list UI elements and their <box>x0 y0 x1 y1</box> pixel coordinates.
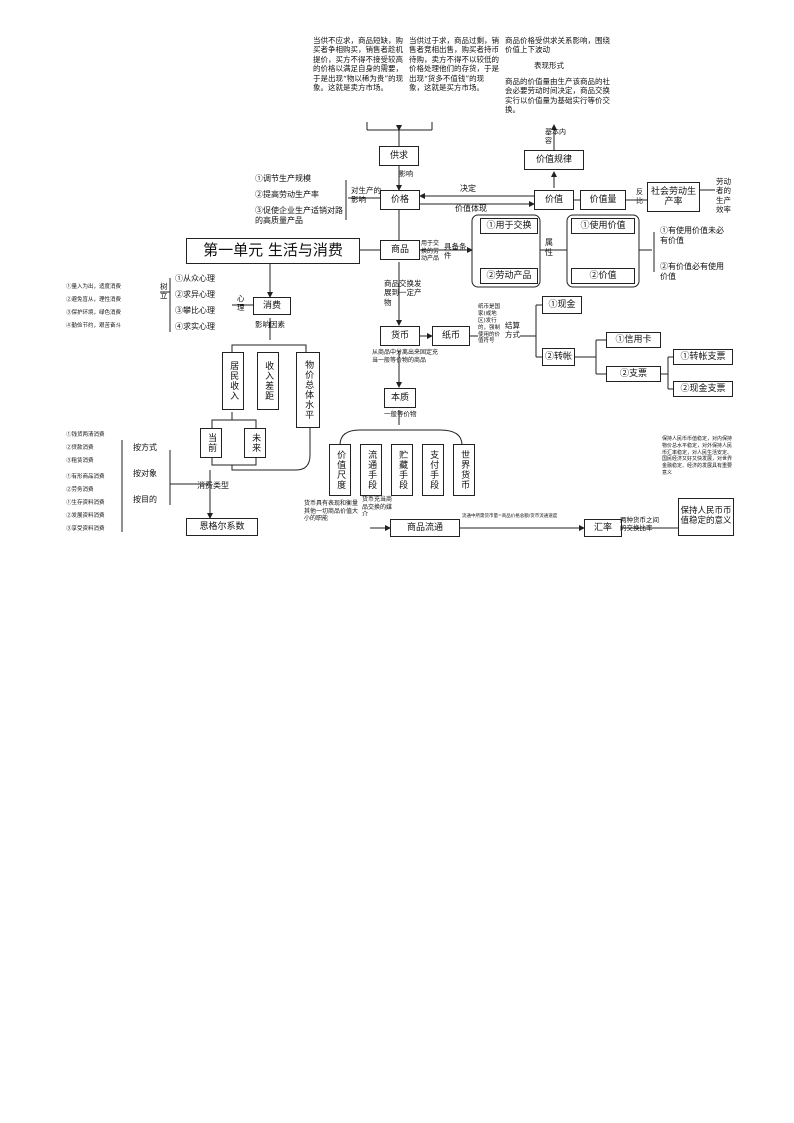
line <box>211 458 257 466</box>
attribute-bracket <box>566 214 640 288</box>
page-title: 第一单元 生活与消费 <box>186 238 360 264</box>
note-short-supply: 当供不应求，商品短缺，购买者争相购买，销售者趁机提价，买方不得不接受较高的价格以… <box>313 36 404 92</box>
exchange-rate-box: 汇率 <box>584 519 622 537</box>
note-over-supply: 当供过于求，商品过剩，销售者竞相出售，购买者持币待购，卖方不得不以较低的价格处理… <box>409 36 499 92</box>
label-impact-production: 对生产的影响 <box>351 186 381 205</box>
cash-box: ①现金 <box>542 296 582 314</box>
label-correct: 树立 <box>160 282 168 301</box>
measure-note: 货币具有表现和衡量其他一切商品价值大小的职能 <box>304 500 359 522</box>
label-basic-content: 基本内容 <box>545 128 566 145</box>
purpose-item: ③享受资料消费 <box>66 526 105 532</box>
label-settlement: 结算方式 <box>505 321 520 340</box>
label-factors: 影响因素 <box>255 320 285 329</box>
paper-money-box: 纸币 <box>432 326 470 346</box>
circulation-note: 货币充当商品交换的媒介 <box>362 496 393 518</box>
label-conditions: 具备条件 <box>444 242 467 261</box>
label-exchange-dev: 商品交换发展到一定产物 <box>384 279 422 307</box>
label-by-purpose: 按目的 <box>133 495 157 504</box>
conditions-bracket <box>471 214 541 288</box>
psych-item: ④求实心理 <box>175 322 215 331</box>
value-box: 价值 <box>534 190 574 210</box>
label-consumption-types: 消费类型 <box>197 481 229 490</box>
measure-box: 价值尺度 <box>329 444 351 496</box>
labor-product-box: ②劳动产品 <box>480 268 538 284</box>
label-attribute: 属性 <box>545 238 553 257</box>
use-value-note: ②有价值必有使用价值 <box>660 262 724 281</box>
currency-box: 货币 <box>380 326 420 346</box>
value-2-box: ②价值 <box>571 268 635 284</box>
circulation-box: 流通手段 <box>360 444 382 496</box>
impact-item: ③促使企业生产适销对路的高质量产品 <box>255 206 343 225</box>
principle-item: ①量入为出，适度消费 <box>66 284 122 290</box>
psych-item: ②求异心理 <box>175 290 215 299</box>
value-amount-box: 价值量 <box>580 190 626 210</box>
label-value-embody: 价值体现 <box>455 204 487 213</box>
current-box: 当前 <box>200 428 222 458</box>
psych-item: ③攀比心理 <box>175 306 215 315</box>
price-level-box: 物价总体水平 <box>296 352 320 428</box>
transfer-box: ②转帐 <box>542 348 575 366</box>
note-price-influence: 商品价格受供求关系影响，围绕价值上下波动 <box>505 36 610 55</box>
use-value-box: ①使用价值 <box>571 218 635 234</box>
label-influence: 影响 <box>399 170 413 178</box>
paper-money-note: 纸币是国家(或地区)发行的，强制使用的价值符号 <box>478 304 501 345</box>
note-law-value: 商品的价值量由生产该商品的社会必要劳动时间决定，商品交换实行以价值量为基础实行等… <box>505 77 610 115</box>
method-item: ③租赁消费 <box>66 458 94 464</box>
supply-demand-box: 供求 <box>379 146 419 166</box>
exchange-rate-note: 两种货币之间的交换比率 <box>620 516 659 533</box>
income-bracket <box>211 419 257 428</box>
label-by-method: 按方式 <box>133 443 157 452</box>
object-item: ①有形商品消费 <box>66 474 105 480</box>
label-expression: 表现形式 <box>534 61 564 70</box>
rmb-note: 保持人民币币值稳定，对内保持物价总水平稳定，对外保持人民币汇率稳定，对人民生活安… <box>662 436 733 476</box>
essence-box: 本质 <box>384 388 416 408</box>
purpose-item: ②发展资料消费 <box>66 513 105 519</box>
label-by-object: 按对象 <box>133 469 157 478</box>
social-labor-box: 社会劳动生产率 <box>647 182 700 212</box>
use-value-note: ①有使用价值未必有价值 <box>660 226 724 245</box>
method-item: ②贷款消费 <box>66 445 94 451</box>
consumption-box: 消费 <box>253 297 291 315</box>
future-box: 未来 <box>244 428 266 458</box>
line <box>231 428 311 471</box>
storage-box: 贮藏手段 <box>391 444 413 496</box>
income-box: 居民收入 <box>222 352 244 410</box>
impact-item: ①调节生产规模 <box>255 174 311 183</box>
equivalent-note: 从商品中分离出来固定充当一般等价物的商品 <box>372 349 439 364</box>
payment-box: 支付手段 <box>422 444 444 496</box>
label-general-equiv: 一般等价物 <box>384 410 417 418</box>
object-item: ②劳务消费 <box>66 487 94 493</box>
label-psych-title: 心理 <box>237 294 245 313</box>
label-for-exchange: 用于交换的劳动产品 <box>421 240 440 262</box>
principle-item: ④勤俭节约，艰苦奋斗 <box>66 323 122 329</box>
psych-item: ①从众心理 <box>175 274 215 283</box>
cash-check-box: ②现金支票 <box>673 381 733 397</box>
price-box: 价格 <box>380 190 420 210</box>
factors-bracket <box>231 344 307 352</box>
circulation-formula: 流通中所需货币量=商品价格总额/货币流通速度 <box>462 514 558 519</box>
transfer-check-box: ①转帐支票 <box>673 349 733 365</box>
engel-box: 恩格尔系数 <box>186 518 258 536</box>
credit-card-box: ①信用卡 <box>606 332 661 348</box>
commodity-box: 商品 <box>380 240 420 260</box>
principle-item: ③保护环境，绿色消费 <box>66 310 122 316</box>
impact-item: ②提高劳动生产率 <box>255 190 319 199</box>
label-labor-efficiency: 劳动者的生产效率 <box>716 177 731 215</box>
label-inverse: 反比 <box>636 188 643 205</box>
purpose-item: ①生存资料消费 <box>66 500 105 506</box>
check-box: ②支票 <box>606 366 661 382</box>
principle-item: ②避免盲从，理性消费 <box>66 297 122 303</box>
income-gap-box: 收入差距 <box>257 352 279 410</box>
use-exchange-box: ①用于交换 <box>480 218 538 234</box>
commodity-circulation-box: 商品流通 <box>390 519 460 537</box>
functions-bracket <box>339 429 463 446</box>
law-of-value-box: 价值规律 <box>524 150 584 170</box>
rmb-stable-box: 保持人民币币值稳定的意义 <box>678 498 734 536</box>
world-money-box: 世界货币 <box>453 444 475 496</box>
method-item: ①钱货两清消费 <box>66 432 105 438</box>
label-decide: 决定 <box>460 184 476 193</box>
